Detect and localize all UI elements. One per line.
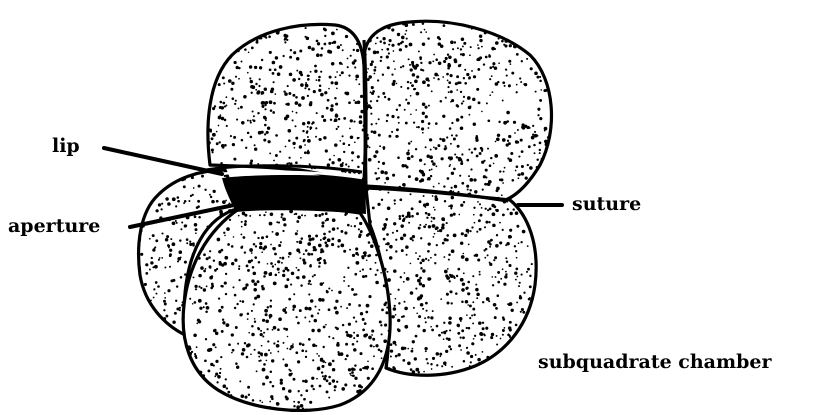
aperture-opening bbox=[222, 175, 366, 214]
chamber-upper-right bbox=[359, 14, 561, 206]
chamber-upper-left bbox=[203, 19, 366, 186]
chamber-lower-left bbox=[179, 201, 396, 414]
label-lip: lip bbox=[52, 135, 80, 157]
label-aperture: aperture bbox=[8, 215, 100, 237]
label-suture: suture bbox=[572, 193, 641, 215]
label-subquadrate-chamber: subquadrate chamber bbox=[538, 351, 772, 373]
lip-leader-line bbox=[104, 148, 222, 174]
